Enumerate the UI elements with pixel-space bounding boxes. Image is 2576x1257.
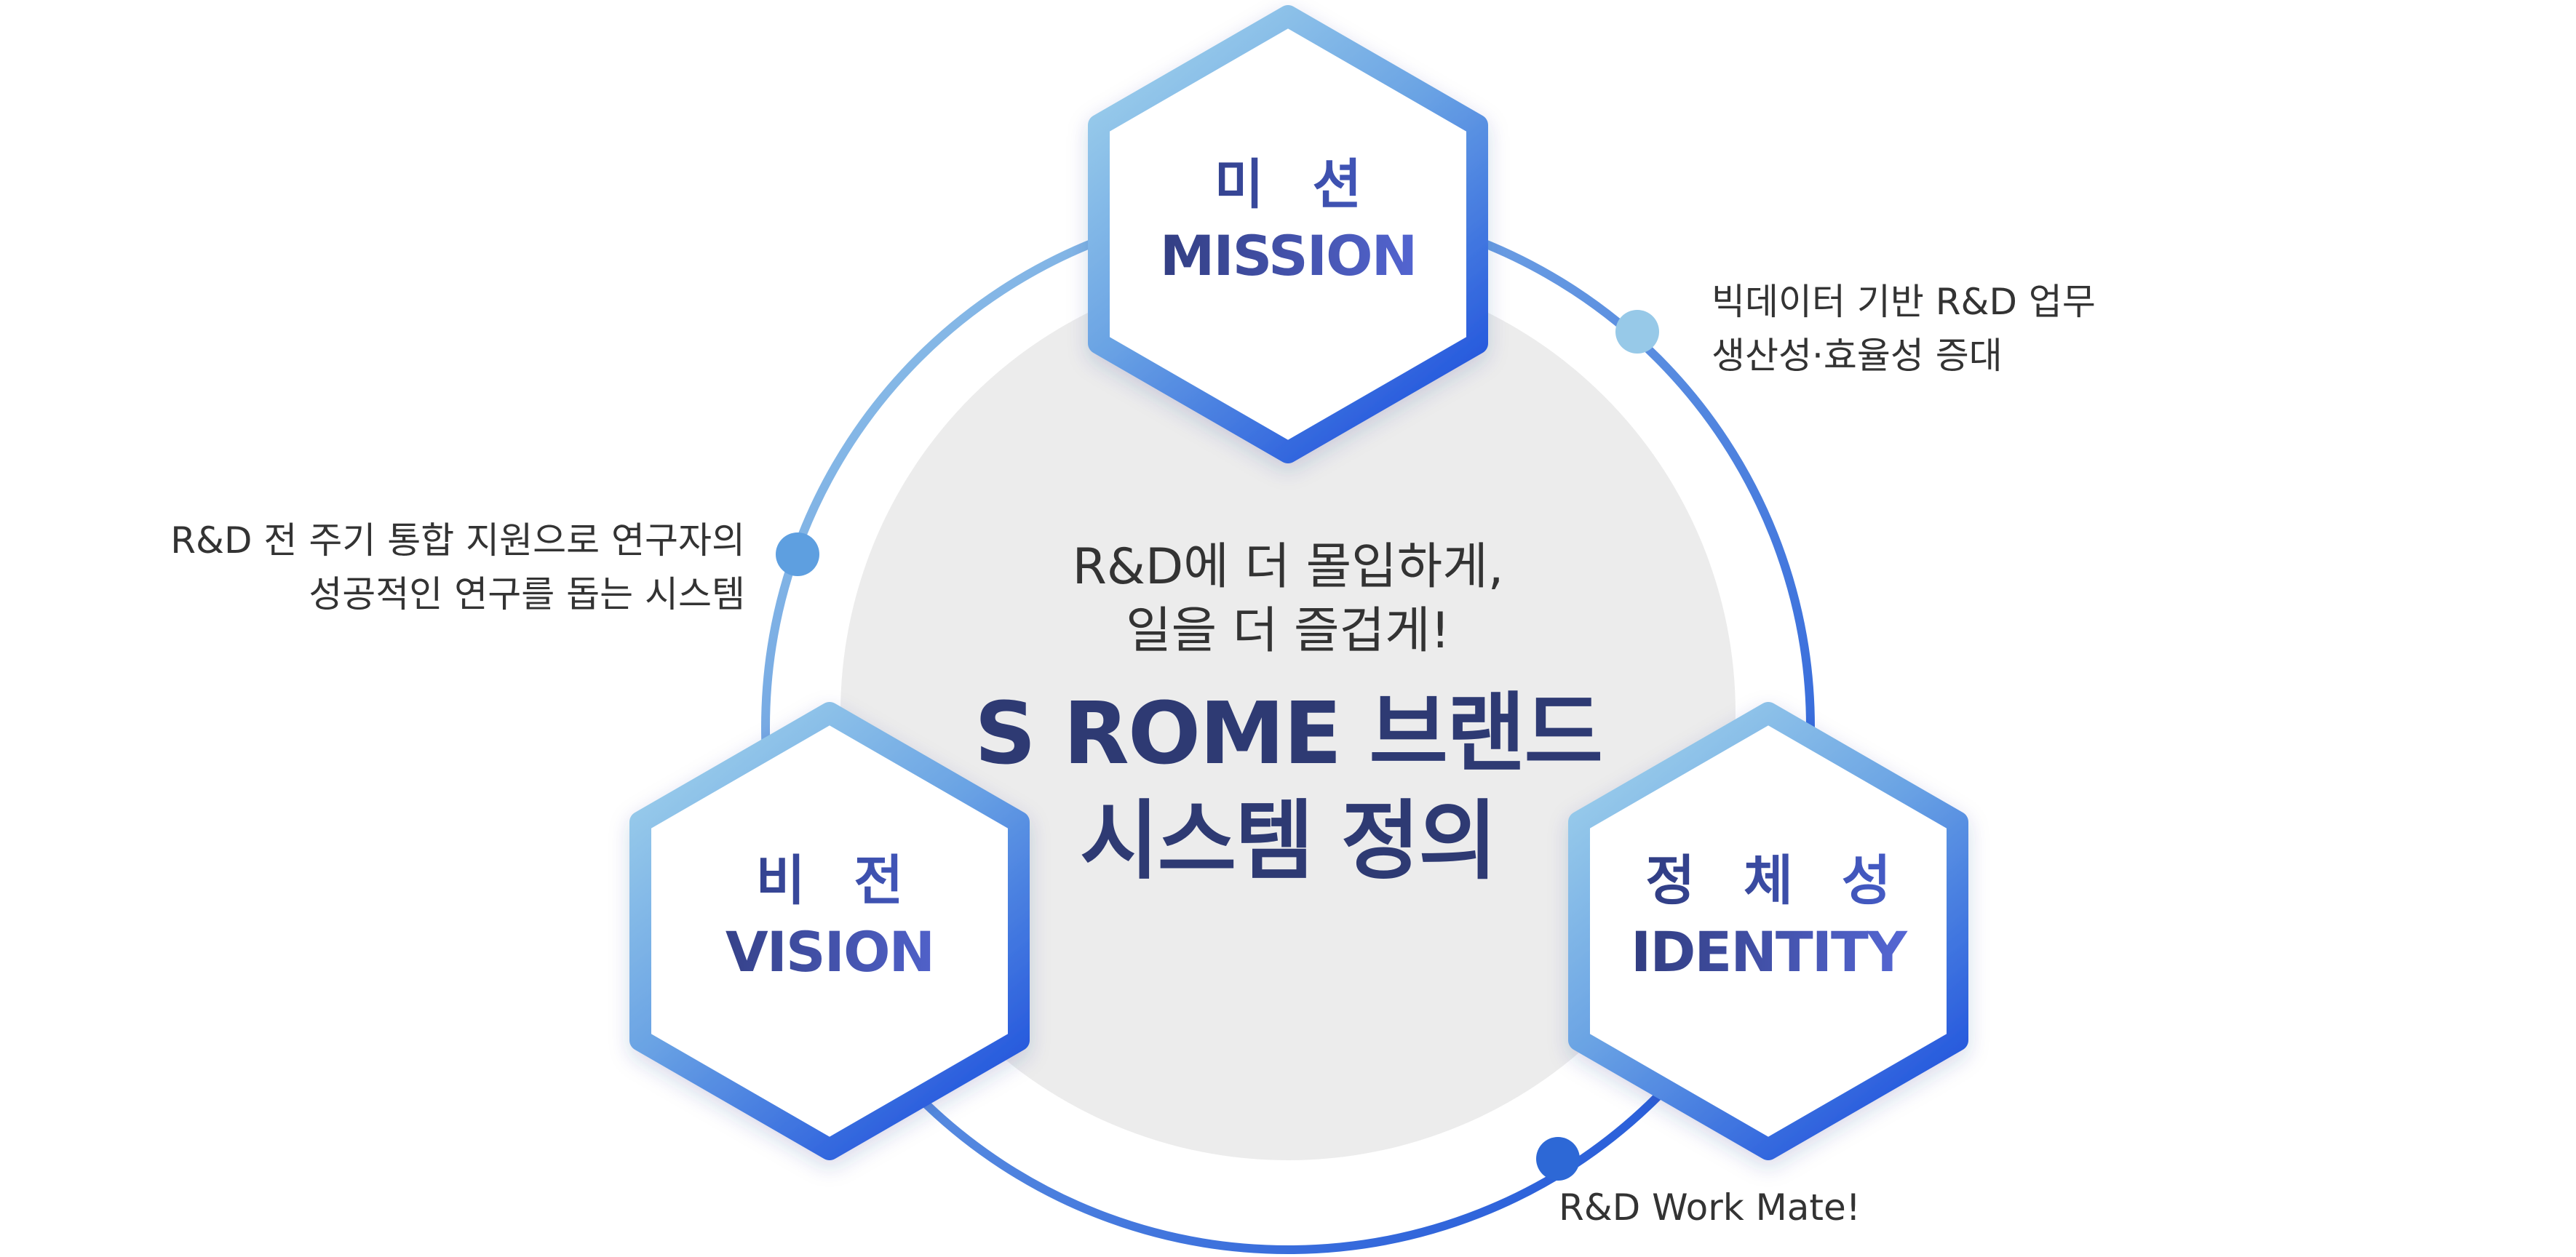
vision-description-line1: R&D 전 주기 통합 지원으로 연구자의 [170,519,745,562]
center-title-line2: 시스템 정의 [1080,791,1498,891]
vision-label: 비전 VISION [640,846,1019,989]
vision-label-en: VISION [640,916,1019,989]
center-disc [840,266,1736,1160]
center-subtitle: R&D에 더 몰입하게, 일을 더 즐겁게! [851,535,1725,663]
dot-identity [1536,1137,1580,1181]
vision-label-kr: 비전 [640,846,1019,916]
identity-label-en: IDENTITY [1579,916,1957,989]
center-title: S ROME 브랜드 시스템 정의 [851,679,1725,895]
mission-label: 미션 MISSION [1099,150,1477,292]
mission-description-line1: 빅데이터 기반 R&D 업무 [1712,281,2096,323]
identity-description: R&D Work Mate! [1559,1181,1861,1234]
mission-description-line2: 생산성·효율성 증대 [1712,335,2003,377]
dot-mission [1615,310,1659,354]
identity-description-line1: R&D Work Mate! [1559,1186,1861,1229]
vision-description-line2: 성공적인 연구를 돕는 시스템 [309,573,745,615]
hexagon-vision [629,702,1030,1160]
mission-label-kr: 미션 [1099,150,1477,220]
vision-description: R&D 전 주기 통합 지원으로 연구자의 성공적인 연구를 돕는 시스템 [170,514,745,621]
center-title-line1: S ROME 브랜드 [974,683,1603,783]
center-subtitle-line2: 일을 더 즐겁게! [1126,602,1450,660]
center-subtitle-line1: R&D에 더 몰입하게, [1072,538,1504,596]
identity-label: 정체성 IDENTITY [1579,846,1957,989]
mission-description: 빅데이터 기반 R&D 업무 생산성·효율성 증대 [1712,275,2096,383]
mission-label-en: MISSION [1099,220,1477,292]
hexagon-identity [1568,702,1968,1160]
identity-label-kr: 정체성 [1579,846,1957,916]
hexagon-mission [1088,5,1488,463]
dot-vision [776,532,819,576]
